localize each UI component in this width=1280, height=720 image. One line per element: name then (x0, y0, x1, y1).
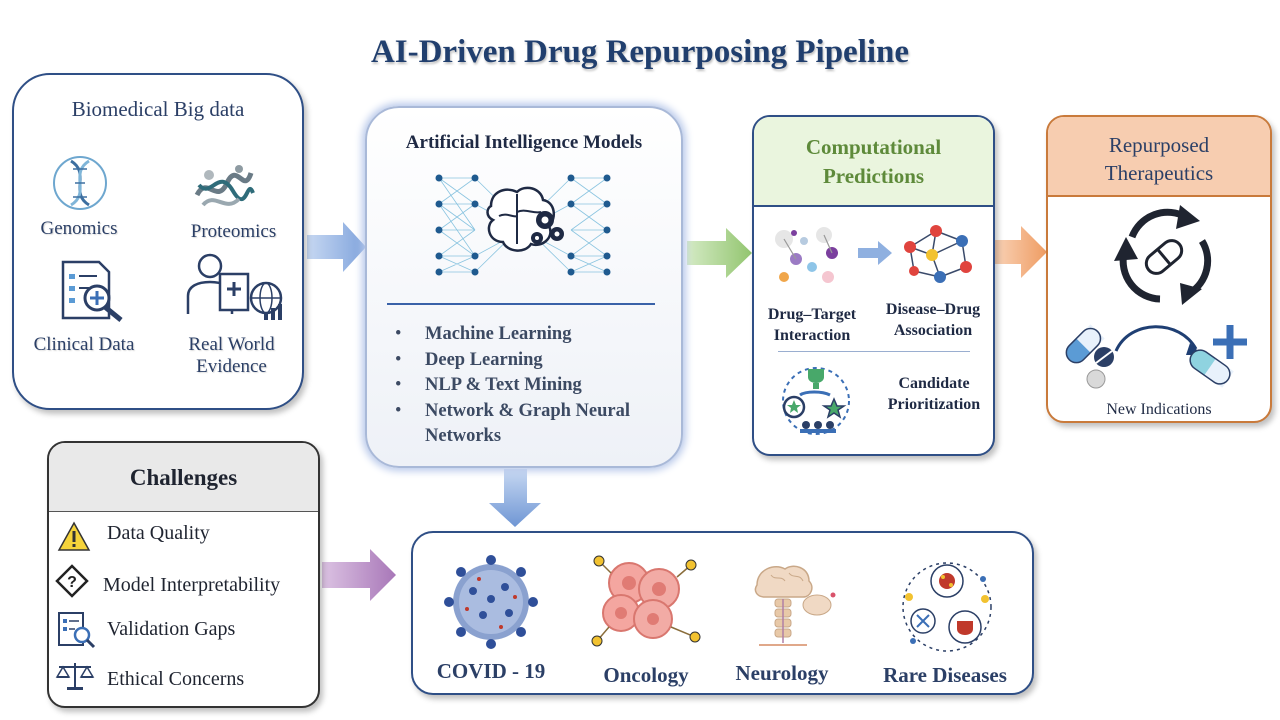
candidate-prioritization-icon (782, 367, 850, 435)
biomedical-data-panel: Biomedical Big data Genomics Proteomics … (12, 73, 304, 410)
protein-icon (194, 165, 255, 207)
drug-target-label: Drug–Target Interaction (767, 306, 857, 344)
arrow-ai-to-applications (489, 469, 541, 527)
question-diamond-icon: ? (55, 564, 89, 598)
candidate-prioritization-label: Candidate Prioritization (887, 375, 981, 413)
ai-models-title: Artificial Intelligence Models (405, 132, 643, 153)
challenge-item: Model Interpretability (103, 574, 281, 596)
svg-text:?: ? (67, 574, 77, 591)
repurposed-therapeutics-panel: Repurposed Therapeutics New Indications (1046, 115, 1272, 423)
neural-network-icon (435, 174, 611, 276)
computational-predictions-panel: Computational Predictions Drug–Target In… (752, 115, 995, 456)
ai-model-list: •Machine Learning •Deep Learning •NLP & … (395, 322, 695, 450)
new-indications-label: New Indications (1106, 401, 1212, 418)
cancer-cells-icon (591, 555, 701, 647)
rare-disease-icon (902, 562, 992, 652)
ai-model-item: •Network & Graph Neural Networks (395, 400, 631, 447)
dna-icon (53, 156, 107, 210)
computational-title: Computational Predictions (805, 135, 942, 188)
biomedical-title: Biomedical Big data (71, 97, 245, 121)
ai-model-item: •Deep Learning (395, 349, 543, 370)
clinical-data-label: Clinical Data (33, 334, 135, 355)
mini-arrow-icon (858, 241, 892, 265)
repurposed-header: Repurposed Therapeutics (1048, 117, 1270, 197)
challenge-item: Data Quality (107, 522, 210, 544)
arrow-predictions-to-therapeutics (994, 226, 1047, 278)
ai-model-item: •Machine Learning (395, 324, 572, 344)
genomics-label: Genomics (40, 218, 118, 239)
ai-models-panel: Artificial Intelligence Models •Machine … (365, 106, 683, 468)
virus-icon (444, 555, 538, 649)
arrow-bio-to-ai (307, 222, 366, 272)
recycle-pill-icon (1114, 205, 1212, 305)
application-oncology-label: Oncology (603, 663, 689, 687)
network-graph-icon (904, 225, 972, 283)
application-rare-diseases-label: Rare Diseases (883, 663, 1007, 687)
challenges-title: Challenges (129, 465, 238, 490)
doctor-globe-icon (186, 253, 283, 320)
repurposed-title: Repurposed Therapeutics (1104, 133, 1214, 185)
challenge-item: Validation Gaps (107, 618, 236, 640)
arrow-ai-to-predictions (687, 228, 752, 278)
applications-panel: COVID - 19 Oncology Neurology Rare Disea… (411, 531, 1034, 695)
challenges-panel: Challenges Data Quality ? Model Interpre… (47, 441, 320, 708)
application-covid-label: COVID - 19 (436, 659, 546, 683)
clinical-report-icon (61, 260, 123, 322)
challenge-item: Ethical Concerns (107, 668, 245, 690)
drug-target-icon (775, 227, 838, 283)
checklist-magnifier-icon (58, 612, 96, 649)
computational-divider (778, 351, 970, 352)
computational-header: Computational Predictions (754, 117, 993, 207)
ai-divider (387, 303, 655, 305)
new-indication-icon (1065, 324, 1247, 389)
warning-icon (57, 521, 91, 551)
application-neurology-label: Neurology (735, 661, 829, 685)
arrow-challenges-to-applications (322, 549, 396, 601)
proteomics-label: Proteomics (190, 221, 277, 242)
page-title: AI-Driven Drug Repurposing Pipeline (370, 34, 910, 70)
real-world-evidence-label: Real World Evidence (188, 334, 275, 377)
brain-spine-icon (754, 565, 836, 646)
challenges-header: Challenges (49, 443, 318, 512)
scales-icon (55, 663, 95, 690)
disease-drug-label: Disease–Drug Association (885, 301, 981, 339)
ai-model-item: •NLP & Text Mining (395, 375, 582, 395)
